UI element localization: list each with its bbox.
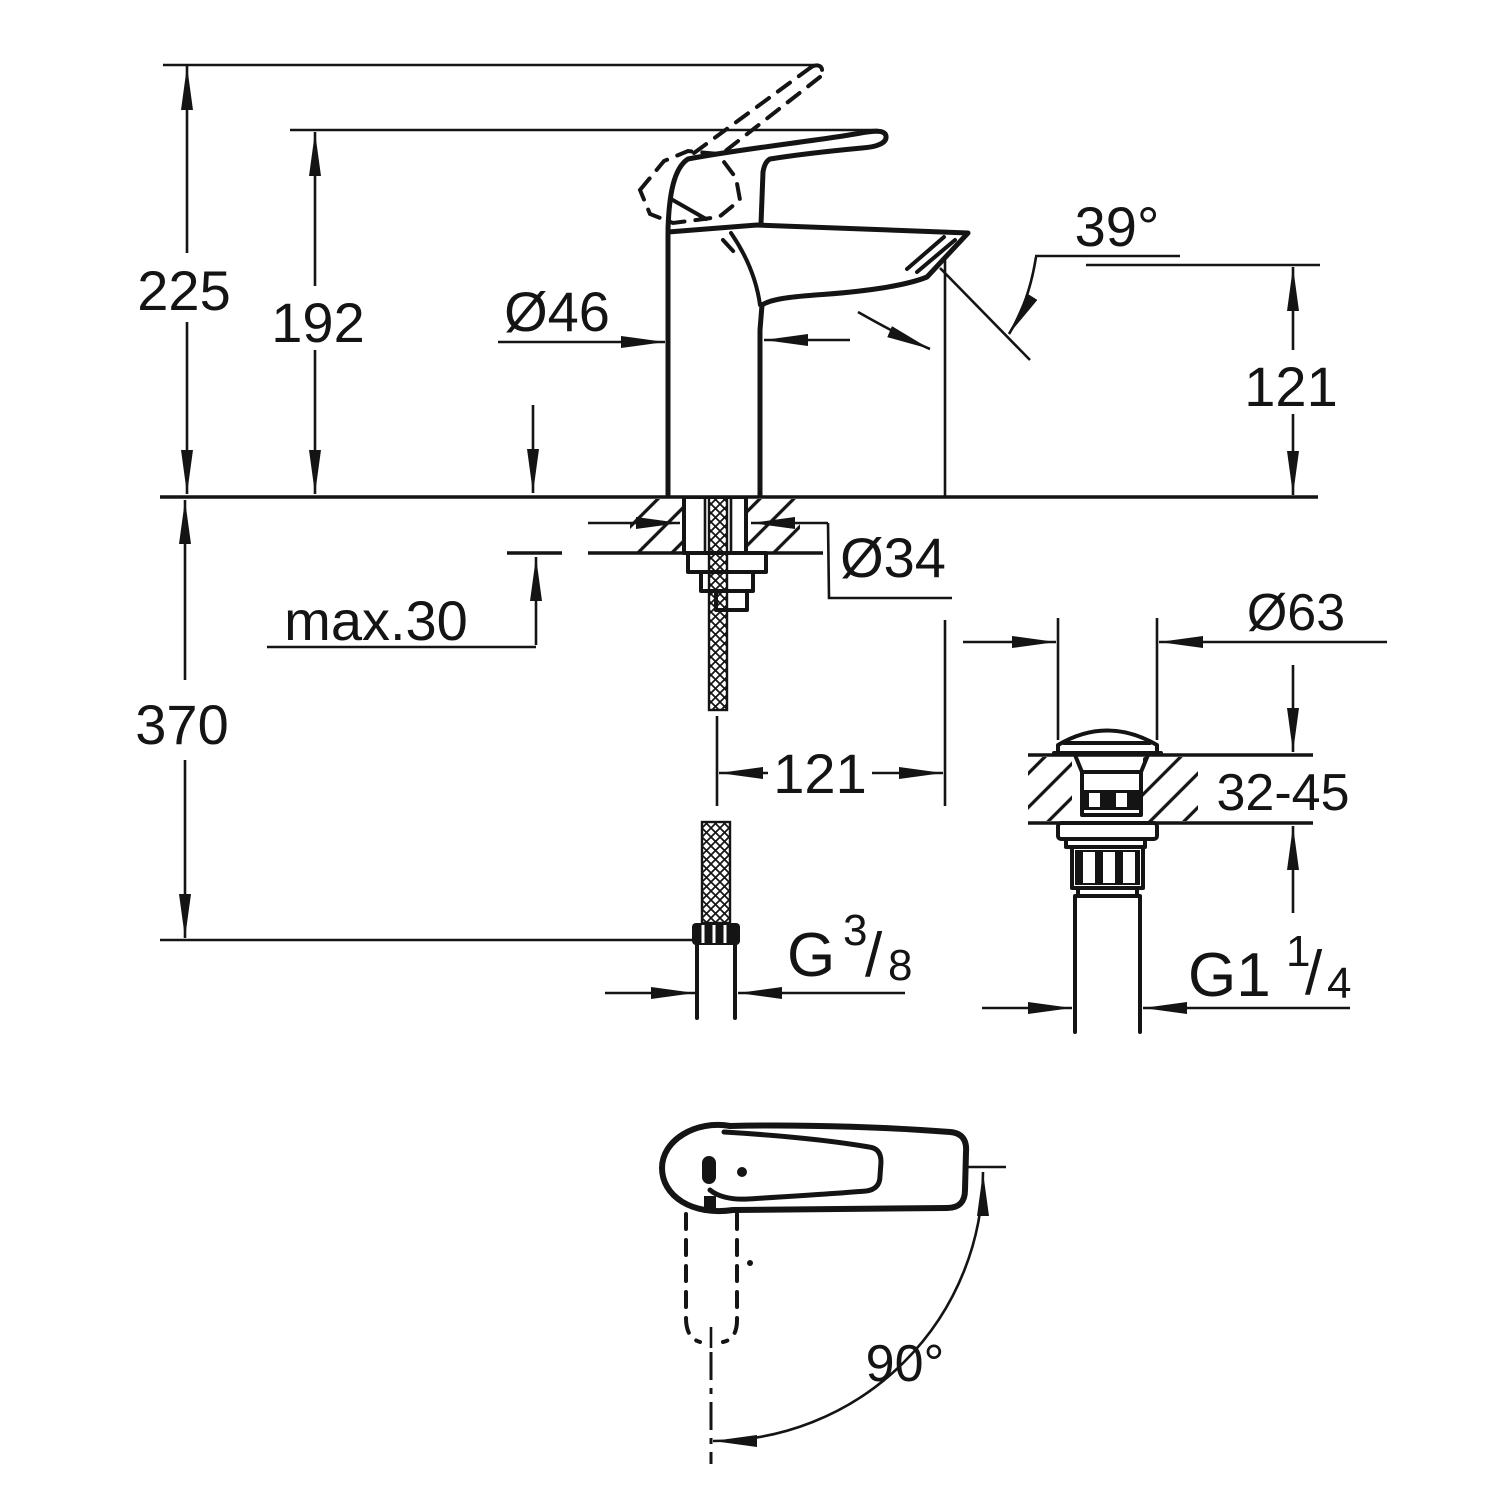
handle-swivel-dashed-right — [721, 1212, 739, 1344]
dim-swivel-angle-label: 90° — [866, 1335, 945, 1393]
swivel-angle-arc — [712, 1171, 989, 1447]
handle-mark-dot — [737, 1167, 747, 1177]
reference-lines — [160, 63, 1320, 942]
waste-thread-label: G1 1 / 4 — [1188, 927, 1351, 1010]
waste-body-slot-3 — [1123, 852, 1135, 883]
waste-body-slot-2 — [1103, 852, 1115, 883]
dim-hose-length-label: 370 — [135, 693, 228, 756]
dimension-labels: 225 192 Ø46 39° 121 max.30 Ø34 370 121 Ø… — [135, 195, 1351, 1393]
supply-hose-upper — [707, 495, 729, 712]
waste-tailpiece — [1073, 894, 1142, 1034]
angle-39-arc-arrow — [1007, 256, 1038, 335]
aerator-face-lines — [905, 235, 957, 274]
handle-mark-bar — [702, 1156, 716, 1184]
supply-hose-lower — [692, 820, 740, 1020]
waste-deck-hatch-left — [1028, 757, 1072, 821]
handle-mark-small-dot — [747, 1260, 753, 1266]
hose-nut-ridges — [701, 925, 727, 943]
dim-total-height-label: 225 — [137, 259, 230, 322]
pop-up-waste-detail — [1028, 728, 1313, 1034]
faucet-body-outline — [665, 222, 971, 497]
spout-angle-reference-line — [939, 267, 1031, 361]
dim-waste-range-label: 32-45 — [1217, 764, 1350, 822]
handle-raised-dashed-detail — [721, 238, 736, 254]
dim-waste-flange-label: Ø63 — [1247, 584, 1345, 642]
waste-slot-2 — [1114, 791, 1129, 809]
hose-braid-lower — [700, 820, 732, 925]
supply-thread-numerator: 3 — [843, 906, 867, 955]
supply-thread-slash: / — [865, 921, 883, 990]
waste-thread-denominator: 4 — [1327, 959, 1351, 1008]
waste-body-slot-1 — [1083, 852, 1095, 883]
dim-d34-leader — [826, 522, 952, 600]
deck-hatch-left — [630, 499, 683, 552]
supply-thread-prefix: G — [787, 921, 835, 990]
supply-pipe-end — [695, 943, 737, 1020]
waste-thread-numerator: 1 — [1286, 927, 1310, 976]
waste-neck — [1073, 753, 1150, 774]
hose-end-nut — [692, 923, 740, 945]
handle-mark-square — [704, 1196, 716, 1208]
handle-lever-solid — [665, 128, 889, 233]
dim-max-deck-label: max.30 — [284, 589, 468, 652]
deck-hatch-right — [747, 499, 800, 552]
dim-spout-angle-label: 39° — [1075, 195, 1160, 258]
body-spout-transition-curve — [729, 231, 762, 307]
mounting-deck-section — [507, 495, 823, 712]
faucet-side-view — [160, 63, 1318, 499]
supply-thread-denominator: 8 — [888, 941, 912, 990]
dim-lever-height-label: 192 — [271, 291, 364, 354]
dim-spout-projection-label: 121 — [773, 742, 866, 805]
waste-locknut — [1056, 821, 1159, 841]
handle-raised-dashed-body — [637, 148, 743, 226]
ext-lines-waste-flange — [1056, 618, 1159, 740]
handle-base-edge — [669, 197, 708, 221]
waste-thread-slash: / — [1305, 939, 1323, 1008]
supply-thread-label: G 3 / 8 — [787, 906, 912, 990]
stream-direction-arrow — [857, 310, 931, 351]
dimension-lines — [179, 66, 1387, 1014]
handle-raised-dashed-tip — [808, 63, 825, 79]
shank-inner-lines — [703, 497, 733, 553]
handle-raised-dashed-lever — [692, 66, 822, 158]
waste-deck-hatch-right — [1143, 757, 1198, 821]
handle-swivel-dashed-left — [684, 1212, 702, 1344]
handle-top-view — [659, 1121, 1006, 1464]
waste-thread-prefix: G1 — [1188, 941, 1271, 1010]
dim-body-diameter-label: Ø46 — [504, 280, 610, 343]
dim-hole-diameter-label: Ø34 — [840, 526, 946, 589]
dim-outlet-height-label: 121 — [1244, 355, 1337, 418]
waste-slot-1 — [1087, 791, 1102, 809]
